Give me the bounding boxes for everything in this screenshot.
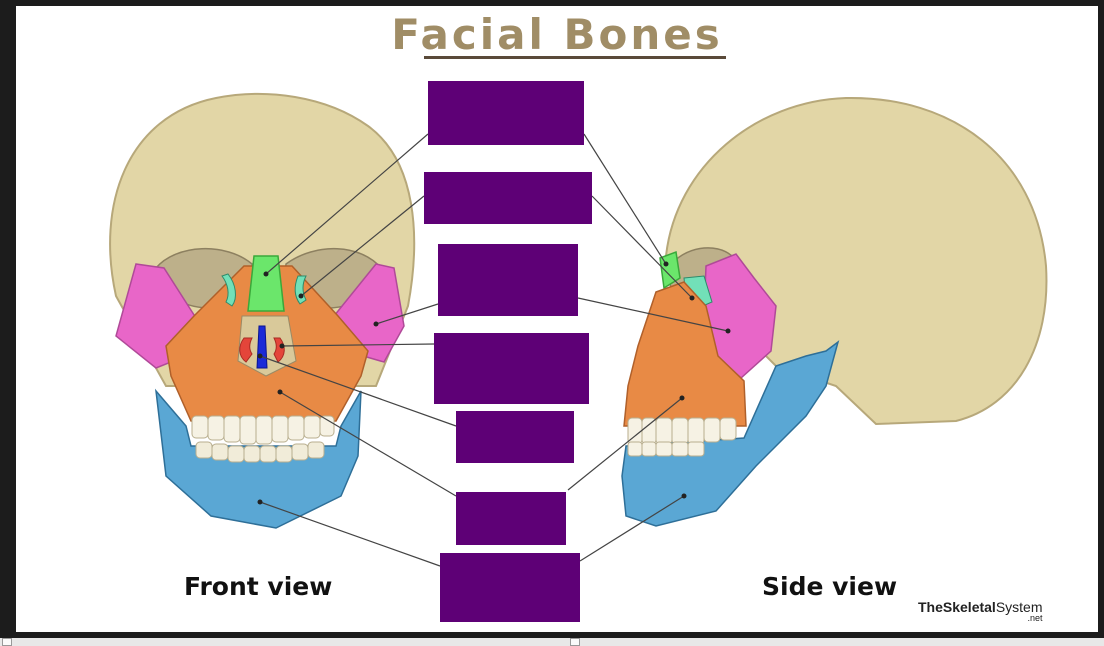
front-lacrimal-left [221,273,236,307]
front-nasal-cavity [237,315,297,377]
side-skull [621,96,1048,527]
label-box-2[interactable] [424,172,592,224]
label-box-7[interactable] [440,553,580,622]
front-lacrimal-right [294,275,307,305]
front-skull [109,92,416,529]
front-view-label: Front view [184,572,333,601]
side-nasal-bone [659,250,681,290]
label-box-3[interactable] [438,244,578,316]
horizontal-scrollbar[interactable] [0,638,1104,646]
front-concha-left [239,337,253,363]
label-box-1[interactable] [428,81,584,145]
front-vomer [256,325,268,369]
side-teeth [627,417,737,457]
scroll-handle-center[interactable] [570,638,580,646]
logo-suffix: .net [1027,613,1043,623]
front-nasal-bone [247,255,285,312]
skull-illustration [109,92,1048,567]
diagram-canvas: Facial Bones [16,6,1098,632]
side-mandible [621,340,840,527]
scroll-handle-left[interactable] [2,638,12,646]
title-underline [424,56,726,59]
logo-bold-text: TheSkeletal [918,599,996,615]
leader-dots [257,261,731,505]
front-upper-teeth [191,415,335,445]
label-box-4[interactable] [434,333,589,404]
site-logo: TheSkeletalSystem .net [918,600,1043,623]
leader-lines [259,133,729,567]
page-title: Facial Bones [391,10,723,59]
label-box-6[interactable] [456,492,566,545]
side-maxilla [623,281,747,427]
label-box-5[interactable] [456,411,574,463]
front-lower-teeth [195,441,325,463]
logo-regular-text: System [995,599,1043,615]
side-view-label: Side view [762,572,898,601]
